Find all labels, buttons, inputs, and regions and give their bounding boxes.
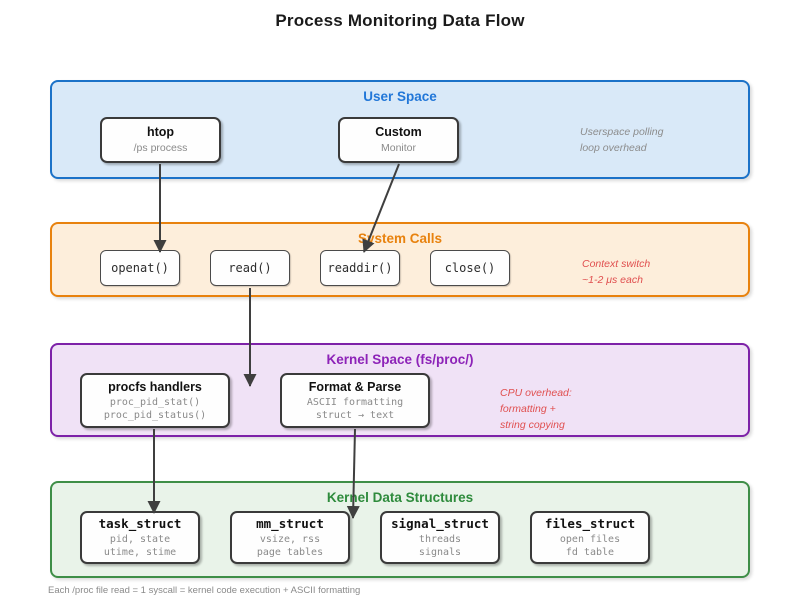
- annotation-kernel-line1: CPU overhead:: [500, 387, 572, 399]
- layer-system-calls-title: System Calls: [357, 231, 443, 246]
- annotation-cpu-overhead: CPU overhead: formatting + string copyin…: [500, 385, 572, 433]
- node-procfs-title: procfs handlers: [108, 380, 202, 395]
- annotation-userspace-line2: loop overhead: [580, 142, 647, 154]
- node-close-label: close(): [444, 261, 496, 275]
- node-task-sub2: utime, stime: [103, 546, 177, 558]
- node-files-title: files_struct: [544, 516, 636, 532]
- node-readdir: readdir(): [320, 250, 400, 286]
- node-files-sub2: fd table: [565, 546, 615, 558]
- node-procfs-sub2: proc_pid_status(): [103, 409, 207, 421]
- node-format-sub1: ASCII formatting: [306, 396, 404, 408]
- node-task-sub1: pid, state: [109, 533, 171, 545]
- node-mm-struct: mm_struct vsize, rss page tables: [230, 511, 350, 564]
- node-files-sub1: open files: [559, 533, 621, 545]
- annotation-userspace-line1: Userspace polling: [580, 126, 664, 138]
- annotation-syscalls-line2: ~1-2 μs each: [582, 274, 643, 286]
- annotation-kernel-line3: string copying: [500, 419, 565, 431]
- footer-note: Each /proc file read = 1 syscall = kerne…: [48, 585, 361, 596]
- diagram-title: Process Monitoring Data Flow: [275, 11, 525, 30]
- node-signal-title: signal_struct: [391, 516, 489, 532]
- annotation-kernel-line2: formatting +: [500, 403, 556, 415]
- node-procfs-sub1: proc_pid_stat(): [109, 396, 201, 408]
- node-signal-struct: signal_struct threads signals: [380, 511, 500, 564]
- node-read: read(): [210, 250, 290, 286]
- node-htop: htop /ps process: [100, 117, 221, 163]
- node-openat: openat(): [100, 250, 180, 286]
- node-format-parse: Format & Parse ASCII formatting struct →…: [280, 373, 430, 428]
- node-custom-title: Custom: [375, 125, 422, 140]
- layer-user-space-title: User Space: [363, 89, 437, 104]
- node-htop-title: htop: [146, 125, 175, 140]
- node-task-struct: task_struct pid, state utime, stime: [80, 511, 200, 564]
- node-mm-sub1: vsize, rss: [259, 533, 321, 545]
- node-close: close(): [430, 250, 510, 286]
- annotation-syscalls-line1: Context switch: [582, 258, 651, 270]
- node-mm-sub2: page tables: [256, 546, 324, 558]
- node-custom-monitor: Custom Monitor: [338, 117, 459, 163]
- node-custom-subtitle: Monitor: [380, 142, 416, 155]
- node-procfs-handlers: procfs handlers proc_pid_stat() proc_pid…: [80, 373, 230, 428]
- node-signal-sub1: threads: [418, 533, 462, 545]
- node-format-sub2: struct → text: [315, 409, 395, 421]
- layer-kernel-space-title: Kernel Space (fs/proc/): [326, 352, 474, 367]
- node-read-label: read(): [228, 261, 272, 275]
- node-task-title: task_struct: [98, 516, 182, 532]
- annotation-userspace-polling: Userspace polling loop overhead: [580, 124, 663, 156]
- node-readdir-label: readdir(): [327, 261, 393, 275]
- node-mm-title: mm_struct: [256, 516, 324, 532]
- layer-kernel-data-title: Kernel Data Structures: [326, 490, 474, 505]
- node-files-struct: files_struct open files fd table: [530, 511, 650, 564]
- annotation-context-switch: Context switch ~1-2 μs each: [582, 256, 650, 288]
- node-openat-label: openat(): [111, 261, 169, 275]
- node-htop-subtitle: /ps process: [133, 142, 188, 155]
- node-signal-sub2: signals: [418, 546, 462, 558]
- node-format-title: Format & Parse: [308, 380, 402, 395]
